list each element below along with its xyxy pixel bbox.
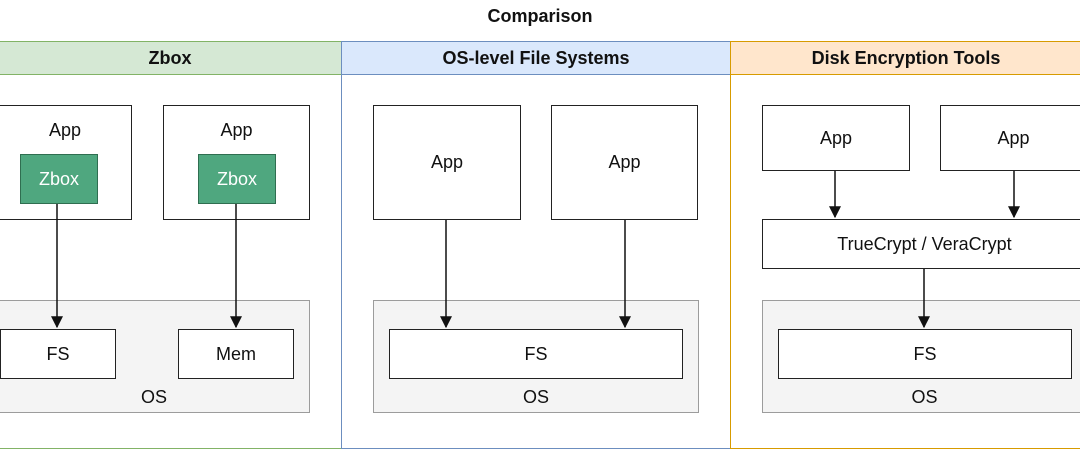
column-zbox: Zbox: [0, 41, 342, 449]
app-box: App: [551, 105, 698, 220]
column-heading: Zbox: [0, 42, 341, 75]
zbox-chip: Zbox: [198, 154, 276, 204]
app-box: App: [373, 105, 521, 220]
truecrypt-veracrypt-layer: TrueCrypt / VeraCrypt: [762, 219, 1080, 269]
app-box: App: [762, 105, 910, 171]
fs-box: FS: [0, 329, 116, 379]
column-heading: OS-level File Systems: [342, 42, 730, 75]
fs-box: FS: [778, 329, 1072, 379]
column-disk-encryption-tools: Disk Encryption Tools: [730, 41, 1080, 449]
zbox-chip: Zbox: [20, 154, 98, 204]
fs-box: FS: [389, 329, 683, 379]
app-label: App: [220, 120, 253, 140]
os-label: OS: [140, 387, 167, 407]
os-label: OS: [522, 387, 549, 407]
app-label: App: [48, 120, 82, 140]
diagram-title: Comparison: [487, 6, 593, 26]
os-label: OS: [911, 387, 938, 407]
mem-box: Mem: [178, 329, 294, 379]
app-box: App: [940, 105, 1080, 171]
column-os-level-file-systems: OS-level File Systems: [341, 41, 731, 449]
column-heading: Disk Encryption Tools: [731, 42, 1080, 75]
